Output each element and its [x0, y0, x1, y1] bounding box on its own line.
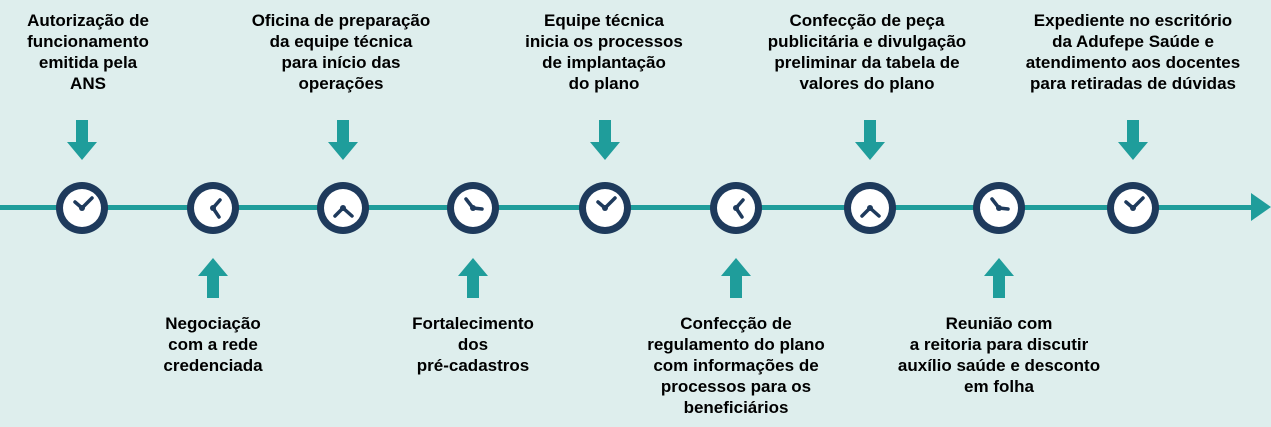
- arrow-down-icon: [590, 120, 620, 160]
- clock-icon: [447, 182, 499, 234]
- arrow-up-icon: [721, 258, 751, 298]
- timeline-arrowhead: [1251, 193, 1271, 221]
- clock-icon: [579, 182, 631, 234]
- milestone-7-label: Confecção de peça publicitária e divulga…: [767, 11, 967, 93]
- clock-icon: [56, 182, 108, 234]
- clock-icon: [317, 182, 369, 234]
- arrow-down-icon: [1118, 120, 1148, 160]
- arrow-down-icon: [67, 120, 97, 160]
- arrow-up-icon: [198, 258, 228, 298]
- clock-icon: [187, 182, 239, 234]
- milestone-1-label: Autorização de funcionamento emitida pel…: [27, 11, 149, 93]
- clock-icon: [1107, 182, 1159, 234]
- arrow-up-icon: [984, 258, 1014, 298]
- milestone-4-label: Fortalecimento dos pré-cadastros: [412, 314, 534, 375]
- arrow-up-icon: [458, 258, 488, 298]
- milestone-5-label: Equipe técnica inicia os processos de im…: [525, 11, 683, 93]
- milestone-2-label: Negociação com a rede credenciada: [163, 314, 263, 375]
- milestone-3-label: Oficina de preparação da equipe técnica …: [251, 11, 431, 93]
- arrow-down-icon: [328, 120, 358, 160]
- clock-icon: [710, 182, 762, 234]
- milestone-6-label: Confecção de regulamento do plano com in…: [647, 314, 825, 417]
- milestone-9-label: Expediente no escritório da Adufepe Saúd…: [1025, 11, 1241, 93]
- clock-icon: [973, 182, 1025, 234]
- milestone-8-label: Reunião com a reitoria para discutir aux…: [897, 314, 1101, 396]
- arrow-down-icon: [855, 120, 885, 160]
- clock-icon: [844, 182, 896, 234]
